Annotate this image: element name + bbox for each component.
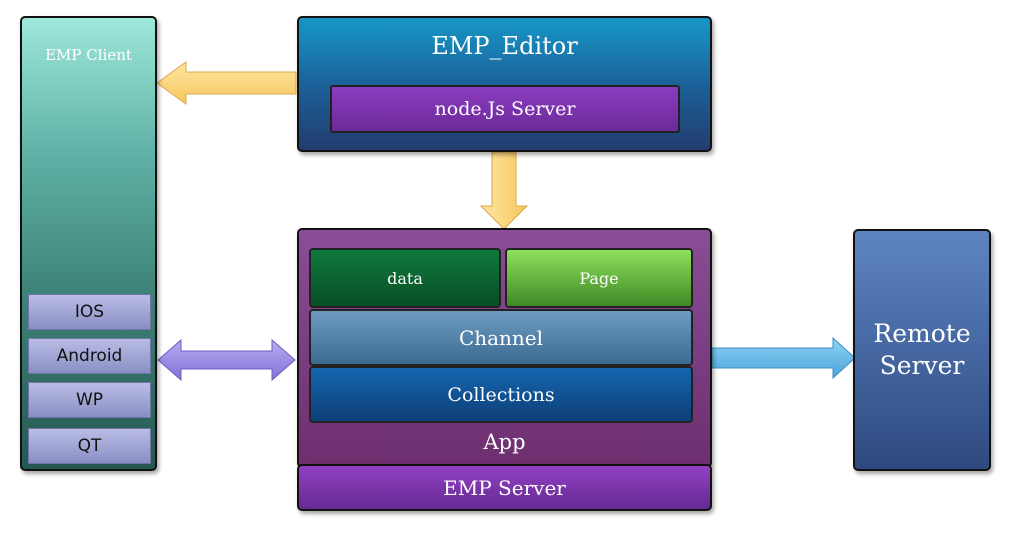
editor-to-client-arrow bbox=[156, 61, 297, 105]
collections-box: Collections bbox=[309, 366, 693, 423]
nodejs-server-box: node.Js Server bbox=[330, 85, 680, 133]
remote-server-line-2: Server bbox=[879, 351, 965, 380]
channel-box: Channel bbox=[309, 309, 693, 366]
data-box: data bbox=[309, 248, 501, 308]
emp-editor-panel: EMP_Editor node.Js Server bbox=[297, 16, 712, 152]
platform-android: Android bbox=[28, 338, 151, 374]
client-app-bidirectional-arrow bbox=[157, 338, 296, 382]
remote-server-line-1: Remote bbox=[873, 319, 971, 348]
app-panel: data Page Channel Collections App bbox=[297, 228, 712, 468]
app-to-remote-arrow bbox=[711, 336, 856, 380]
emp-client-panel: EMP Client IOS Android WP QT bbox=[20, 16, 157, 471]
emp-server-box: EMP Server bbox=[297, 464, 712, 511]
emp-client-title: EMP Client bbox=[45, 46, 132, 64]
platform-wp: WP bbox=[28, 382, 151, 418]
app-label: App bbox=[483, 430, 526, 454]
platform-ios: IOS bbox=[28, 294, 151, 330]
page-box: Page bbox=[505, 248, 693, 308]
editor-to-app-arrow bbox=[479, 151, 529, 230]
platform-qt: QT bbox=[28, 428, 151, 464]
remote-server-box: Remote Server bbox=[853, 229, 991, 471]
emp-editor-title: EMP_Editor bbox=[431, 32, 578, 60]
